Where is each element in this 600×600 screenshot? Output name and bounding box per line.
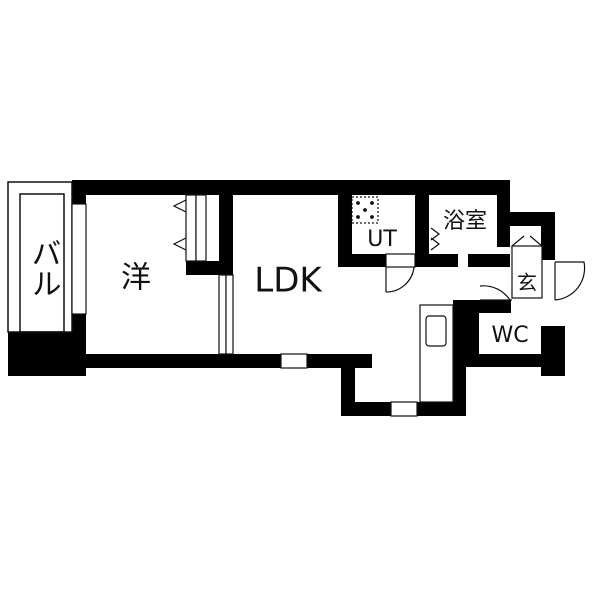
room-western-label: 洋 xyxy=(121,261,151,296)
sliding-door-ldk xyxy=(218,274,234,355)
wall-bottom-left xyxy=(72,354,372,368)
room-bath-label: 浴室 xyxy=(443,209,487,234)
wall-closet-bottom xyxy=(186,261,233,275)
wall-entrance-right xyxy=(541,212,555,260)
door-bath xyxy=(430,227,440,251)
room-ut-label: UT xyxy=(367,227,397,252)
wall-bath-bottom xyxy=(468,254,510,267)
entrance xyxy=(511,235,586,301)
washer-pan xyxy=(351,196,379,224)
wall-top xyxy=(72,180,510,195)
room-wc-label: WC xyxy=(491,323,528,348)
window-bottom-kitchen xyxy=(390,401,418,417)
wall-ut-left xyxy=(338,195,352,267)
door-wc xyxy=(479,285,512,301)
closet xyxy=(172,194,207,262)
windows xyxy=(71,203,418,417)
wall-partition-top xyxy=(219,195,233,275)
wall-balcony-bottom xyxy=(8,332,86,376)
kitchen xyxy=(419,304,454,403)
wall-ut-bath-divider xyxy=(415,195,429,267)
window-balcony-door xyxy=(71,203,87,315)
room-balcony-label: バル xyxy=(26,238,61,298)
room-entrance-label: 玄 xyxy=(517,271,537,295)
wall-kitchen-left xyxy=(341,354,355,416)
wall-wc-bottom xyxy=(466,354,541,367)
window-bottom-ldk xyxy=(280,353,308,369)
wall-wc-top xyxy=(453,300,511,313)
room-ldk-label: LDK xyxy=(254,261,323,301)
wall-wc-right-block xyxy=(541,326,565,376)
wall-wc-left xyxy=(466,300,479,367)
walls xyxy=(8,180,565,416)
door-ut xyxy=(385,253,416,293)
kitchen-sink xyxy=(425,315,447,347)
wall-kitchen-right xyxy=(453,300,466,416)
wall-bath-right xyxy=(497,180,510,247)
